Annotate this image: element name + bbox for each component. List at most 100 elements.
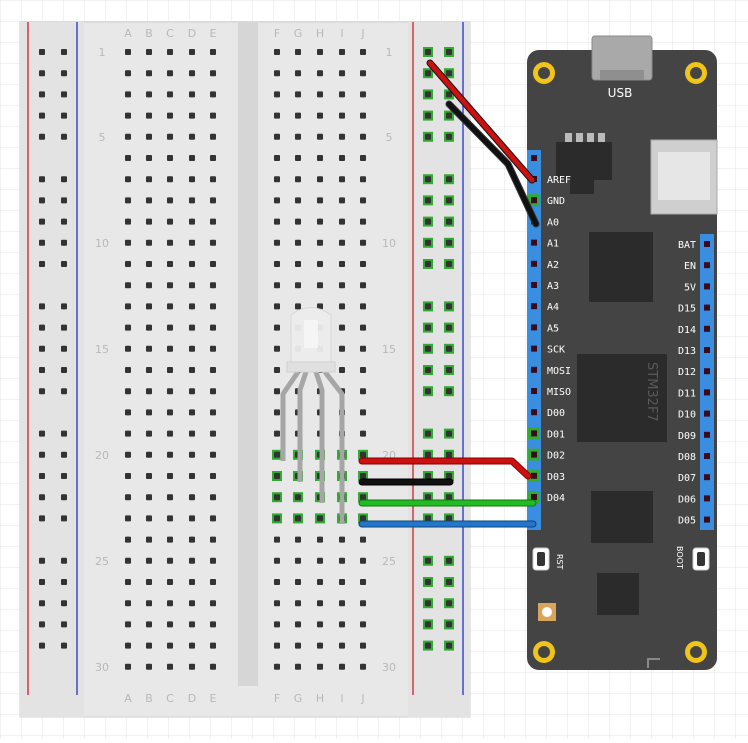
breadboard-hole[interactable] — [61, 303, 67, 310]
breadboard-hole[interactable] — [360, 388, 366, 395]
breadboard-hole-connected[interactable] — [423, 640, 433, 651]
breadboard-hole[interactable] — [295, 557, 301, 564]
breadboard-hole[interactable] — [39, 430, 45, 437]
breadboard-hole[interactable] — [146, 176, 152, 183]
breadboard-hole[interactable] — [189, 515, 195, 522]
breadboard-hole[interactable] — [146, 91, 152, 98]
breadboard-hole[interactable] — [39, 324, 45, 331]
left-pin-sck[interactable]: SCK — [531, 345, 565, 356]
breadboard-hole[interactable] — [360, 579, 366, 585]
breadboard-hole-connected[interactable] — [423, 492, 433, 503]
breadboard-hole-connected[interactable] — [423, 513, 433, 524]
breadboard-hole[interactable] — [39, 367, 45, 373]
breadboard-hole[interactable] — [339, 91, 345, 98]
breadboard-hole[interactable] — [167, 176, 173, 183]
breadboard-hole[interactable] — [167, 409, 173, 416]
breadboard-hole[interactable] — [189, 473, 195, 479]
breadboard-hole[interactable] — [39, 303, 45, 310]
breadboard-hole[interactable] — [125, 155, 131, 161]
breadboard-hole[interactable] — [125, 176, 131, 183]
breadboard-hole[interactable] — [146, 324, 152, 331]
breadboard-hole[interactable] — [146, 112, 152, 119]
breadboard-hole[interactable] — [146, 557, 152, 564]
left-pin-d02[interactable]: D02 — [528, 448, 565, 462]
breadboard-hole[interactable] — [61, 473, 67, 479]
breadboard-hole-connected[interactable] — [423, 322, 433, 333]
breadboard-hole[interactable] — [274, 409, 280, 416]
breadboard-hole[interactable] — [167, 91, 173, 98]
breadboard-hole-connected[interactable] — [423, 428, 433, 439]
breadboard-hole[interactable] — [360, 176, 366, 183]
breadboard-hole[interactable] — [189, 579, 195, 585]
breadboard-hole-connected[interactable] — [444, 343, 454, 354]
breadboard-hole[interactable] — [61, 494, 67, 501]
breadboard-hole[interactable] — [210, 49, 216, 55]
breadboard-hole[interactable] — [317, 197, 323, 204]
breadboard-hole-connected[interactable] — [423, 555, 433, 566]
breadboard-hole[interactable] — [274, 621, 280, 628]
breadboard-hole[interactable] — [317, 536, 323, 543]
breadboard-hole[interactable] — [339, 621, 345, 628]
breadboard-hole[interactable] — [39, 345, 45, 352]
breadboard-hole[interactable] — [210, 451, 216, 458]
breadboard-hole[interactable] — [295, 155, 301, 161]
breadboard-hole-connected[interactable] — [423, 131, 433, 142]
breadboard-hole[interactable] — [189, 430, 195, 437]
breadboard-hole-connected[interactable] — [423, 110, 433, 121]
breadboard-hole[interactable] — [189, 239, 195, 246]
wire-ground[interactable] — [446, 101, 539, 227]
breadboard-hole[interactable] — [210, 261, 216, 267]
breadboard-hole[interactable] — [339, 261, 345, 267]
breadboard-hole[interactable] — [317, 557, 323, 564]
breadboard-hole[interactable] — [189, 49, 195, 55]
breadboard-hole[interactable] — [189, 112, 195, 119]
breadboard-hole[interactable] — [167, 473, 173, 479]
breadboard-hole[interactable] — [189, 324, 195, 331]
breadboard-hole[interactable] — [210, 494, 216, 501]
breadboard-hole[interactable] — [125, 557, 131, 564]
breadboard-hole[interactable] — [339, 176, 345, 183]
breadboard-hole[interactable] — [61, 642, 67, 649]
breadboard-hole-connected[interactable] — [272, 449, 282, 460]
breadboard-hole[interactable] — [39, 197, 45, 204]
breadboard-hole[interactable] — [167, 49, 173, 55]
breadboard-hole[interactable] — [125, 621, 131, 628]
breadboard-hole[interactable] — [167, 579, 173, 585]
breadboard-hole-connected[interactable] — [272, 513, 282, 524]
breadboard-hole[interactable] — [274, 197, 280, 204]
breadboard-hole-connected[interactable] — [423, 301, 433, 312]
breadboard-hole[interactable] — [295, 600, 301, 607]
breadboard-hole-connected[interactable] — [423, 449, 433, 460]
breadboard-hole[interactable] — [146, 303, 152, 310]
breadboard-hole[interactable] — [189, 663, 195, 670]
breadboard-hole[interactable] — [274, 345, 280, 352]
breadboard-hole[interactable] — [125, 197, 131, 204]
breadboard-hole-connected[interactable] — [423, 471, 433, 481]
breadboard-hole[interactable] — [274, 388, 280, 395]
breadboard-hole[interactable] — [189, 642, 195, 649]
breadboard-hole[interactable] — [360, 409, 366, 416]
breadboard-hole[interactable] — [189, 451, 195, 458]
breadboard-hole[interactable] — [125, 473, 131, 479]
breadboard-hole[interactable] — [167, 388, 173, 395]
breadboard-hole[interactable] — [210, 388, 216, 395]
breadboard-hole[interactable] — [167, 155, 173, 161]
breadboard-hole[interactable] — [39, 261, 45, 267]
breadboard-hole[interactable] — [210, 642, 216, 649]
breadboard-hole[interactable] — [39, 218, 45, 225]
breadboard-hole[interactable] — [189, 621, 195, 628]
breadboard-hole[interactable] — [61, 367, 67, 373]
breadboard-hole-connected[interactable] — [358, 513, 368, 524]
breadboard-hole[interactable] — [125, 367, 131, 373]
wire-power[interactable] — [427, 60, 535, 183]
breadboard-hole[interactable] — [360, 70, 366, 77]
breadboard-hole-connected[interactable] — [444, 471, 454, 481]
breadboard-hole[interactable] — [125, 112, 131, 119]
breadboard-hole[interactable] — [274, 430, 280, 437]
breadboard-hole[interactable] — [189, 536, 195, 543]
right-pin-d05[interactable]: D05 — [678, 516, 710, 527]
breadboard-hole-connected[interactable] — [444, 640, 454, 651]
breadboard-hole[interactable] — [295, 91, 301, 98]
right-pin-d12[interactable]: D12 — [678, 367, 710, 378]
breadboard-hole[interactable] — [146, 388, 152, 395]
